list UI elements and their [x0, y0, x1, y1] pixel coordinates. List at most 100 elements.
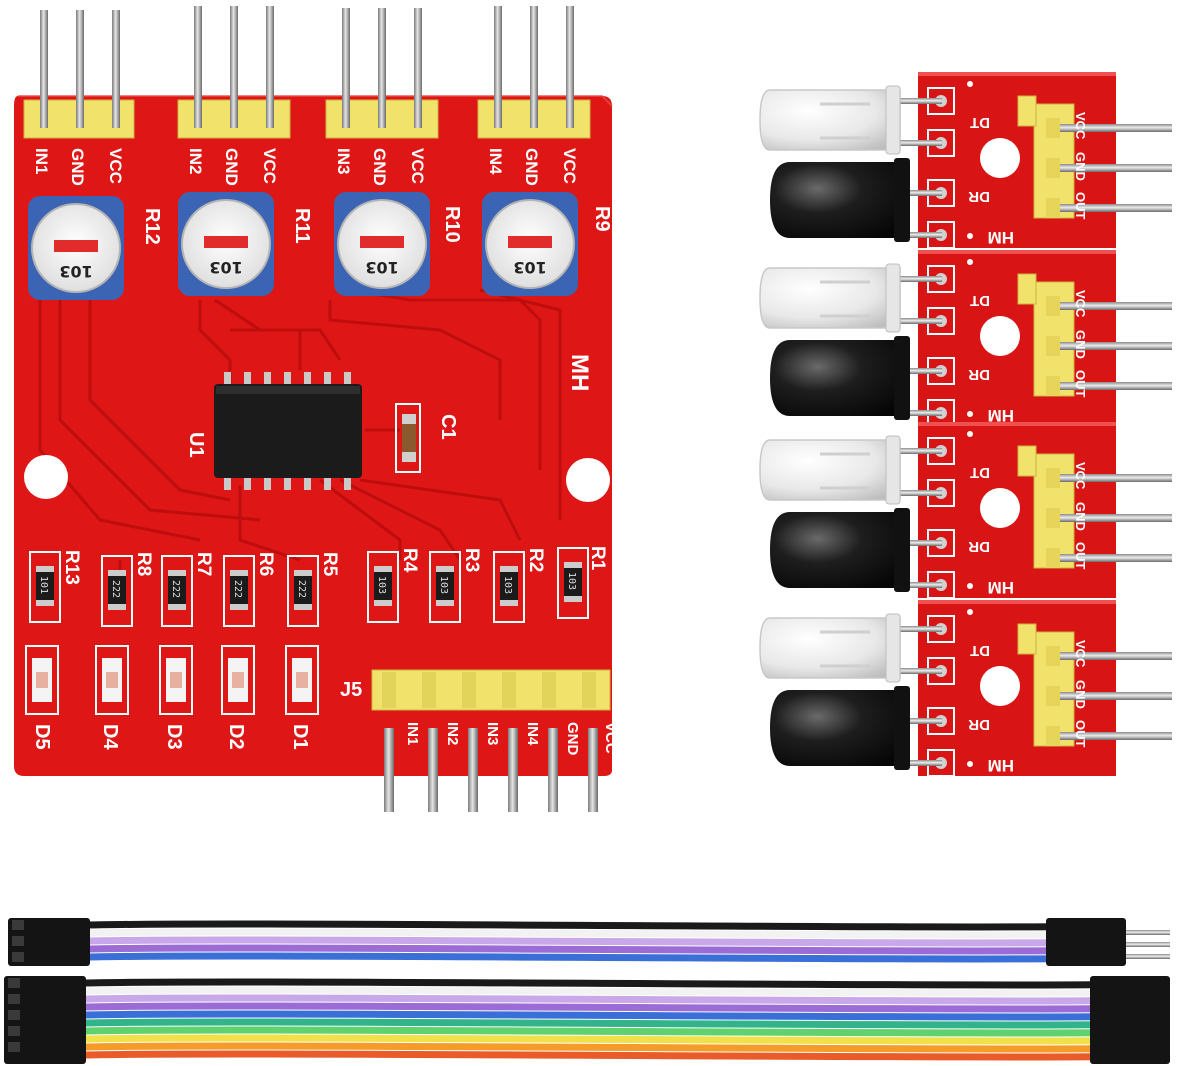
led-label: D4 — [99, 724, 121, 750]
silk-dot — [967, 431, 973, 437]
potentiometers: 103 103 103 103 — [28, 192, 578, 300]
header-slot — [1046, 198, 1060, 218]
pcb-edge — [918, 600, 1116, 604]
header-pin — [1046, 474, 1172, 482]
resistor-label: R13 — [61, 550, 82, 585]
board-brand: MH — [566, 354, 593, 391]
resistor-code: 103 — [502, 576, 513, 594]
ir-receiver-led — [770, 512, 906, 588]
pin-label: VCC — [260, 148, 279, 184]
dupont-connector — [1046, 918, 1126, 966]
resistor-code: 101 — [38, 576, 49, 594]
pin-label: IN4 — [524, 722, 541, 746]
pin-label: GND — [1073, 502, 1088, 531]
module-brand: HM — [988, 578, 1014, 597]
pin-label: GND — [370, 148, 389, 186]
male-pin — [1126, 942, 1170, 947]
main-board: IN1 GND VCC IN2 GND VCC IN3 GND VCC IN4 … — [14, 6, 619, 812]
header-slot — [1046, 376, 1060, 396]
resistors — [29, 547, 589, 627]
jumper-wire — [64, 920, 1090, 931]
capacitor-label: C1 — [437, 414, 459, 440]
resistor-code: 222 — [110, 580, 121, 598]
pin-label: VCC — [1073, 462, 1088, 490]
led-flange — [894, 508, 910, 592]
connector-socket — [8, 994, 20, 1004]
ic-label: U1 — [185, 432, 207, 458]
jumper-wire — [64, 936, 1090, 947]
header-slot — [1046, 686, 1060, 706]
header-pin — [1046, 692, 1172, 700]
pin-label: VCC — [602, 722, 619, 754]
pin-label: VCC — [106, 148, 125, 184]
mount-hole — [24, 455, 68, 499]
header-pin — [1046, 652, 1172, 660]
pad-label: DR — [968, 716, 990, 733]
header-tab — [1017, 623, 1037, 655]
resistor-label: R8 — [133, 552, 154, 576]
jumper-wire — [60, 994, 1134, 1005]
pin-label: IN2 — [444, 722, 461, 745]
jumper-wire — [64, 944, 1090, 955]
led-lead — [900, 668, 942, 674]
led-lead — [900, 582, 942, 588]
led-lead — [900, 98, 942, 104]
pin-label: OUT — [1073, 542, 1088, 570]
connector-label: J5 — [340, 679, 362, 701]
resistor-codes: 101 222 222 222 222 103 103 103 103 — [38, 572, 577, 598]
pad-label: DR — [968, 188, 990, 205]
pot-labels: R12 R11 R10 R9 — [141, 206, 613, 245]
led-lead — [900, 318, 942, 324]
output-header — [371, 669, 611, 812]
led-label: D3 — [163, 724, 185, 750]
pin-label: IN1 — [32, 148, 51, 174]
silk-dot — [967, 411, 973, 417]
pin-label: GND — [68, 148, 87, 186]
pin-label: VCC — [1073, 112, 1088, 140]
led-label: D5 — [31, 724, 53, 750]
resistor-code: 103 — [438, 576, 449, 594]
header-slot — [1046, 118, 1060, 138]
led-internal — [820, 452, 870, 490]
connector-socket — [8, 1042, 20, 1052]
mount-hole — [980, 316, 1020, 356]
module-brand: HM — [988, 406, 1014, 425]
resistor-code: 222 — [170, 580, 181, 598]
ir-receiver-led — [770, 162, 906, 238]
jumper-wire — [60, 1026, 1134, 1037]
pin-label: VCC — [1073, 640, 1088, 668]
led-label: D1 — [289, 724, 311, 750]
top-headers — [23, 6, 591, 139]
led-lead — [900, 448, 942, 454]
pcb-edge — [918, 422, 1116, 426]
header-pin — [1046, 124, 1172, 132]
pot-code: 103 — [209, 258, 242, 277]
pin-label: VCC — [560, 148, 579, 184]
led-labels: D5 D4 D3 D2 D1 — [31, 724, 311, 750]
pin-label: IN3 — [484, 722, 501, 745]
connector-socket — [8, 1010, 20, 1020]
pad-label: DT — [970, 114, 990, 131]
resistor-code: 103 — [376, 576, 387, 594]
header-pin — [1046, 554, 1172, 562]
led-lead — [900, 368, 942, 374]
jumper-wire — [60, 978, 1134, 989]
header-pin — [1046, 514, 1172, 522]
header-slot — [1046, 726, 1060, 746]
pot-label: R10 — [441, 206, 463, 243]
pin-label: GND — [564, 722, 581, 756]
potentiometer: 103 — [482, 192, 578, 296]
ic-chip — [214, 372, 362, 490]
male-pin — [1126, 954, 1170, 959]
pin-label: OUT — [1073, 720, 1088, 748]
pot-label: R9 — [591, 206, 613, 232]
dupont-connector — [1090, 976, 1170, 1064]
led-internal — [820, 102, 870, 140]
male-pin — [1126, 930, 1170, 935]
resistor-code: 103 — [566, 572, 577, 590]
pin-label: IN4 — [486, 148, 505, 175]
